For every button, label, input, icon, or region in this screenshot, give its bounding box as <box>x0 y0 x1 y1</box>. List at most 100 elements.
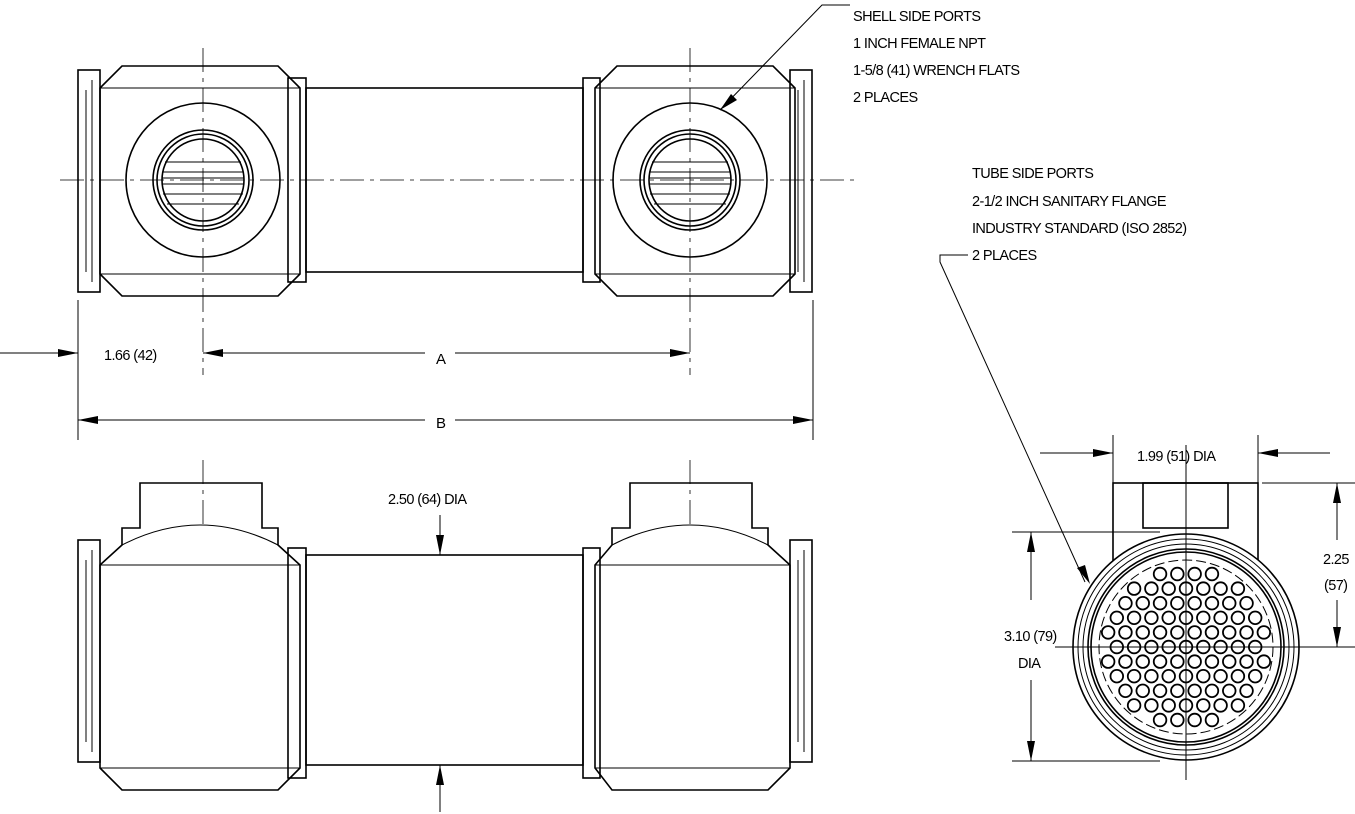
tube-hole <box>1213 698 1228 713</box>
shell-tube-side <box>305 554 584 766</box>
svg-text:2 PLACES: 2 PLACES <box>853 90 918 106</box>
tube-hole <box>1170 712 1185 728</box>
right-flange <box>789 69 813 293</box>
tube-hole <box>1100 625 1116 640</box>
tube-hole <box>1135 654 1150 669</box>
dimension-a: A <box>436 351 446 368</box>
tube-hole <box>1126 610 1142 626</box>
tube-hole <box>1196 581 1211 596</box>
tube-hole <box>1230 669 1246 684</box>
dimension-b: B <box>436 415 446 432</box>
tube-hole <box>1170 596 1185 611</box>
tube-hole <box>1161 698 1176 713</box>
svg-text:INDUSTRY STANDARD (ISO 2852): INDUSTRY STANDARD (ISO 2852) <box>972 221 1186 237</box>
tube-hole <box>1152 654 1168 669</box>
tube-hole <box>1144 698 1159 713</box>
tube-hole <box>1256 625 1272 640</box>
port-height-dimension: 2.25 <box>1323 552 1349 568</box>
svg-text:1-5/8 (41) WRENCH FLATS: 1-5/8 (41) WRENCH FLATS <box>853 63 1019 79</box>
tube-hole <box>1170 625 1185 640</box>
svg-text:2-1/2 INCH SANITARY FLANGE: 2-1/2 INCH SANITARY FLANGE <box>972 194 1167 210</box>
tube-hole <box>1196 669 1211 684</box>
tube-hole <box>1135 596 1150 611</box>
tube-hole <box>1187 596 1202 611</box>
tube-hole <box>1152 566 1168 582</box>
tube-hole <box>1170 566 1185 582</box>
tube-hole <box>1100 654 1116 669</box>
right-head <box>594 65 796 297</box>
tube-hole <box>1230 698 1246 713</box>
tube-hole <box>1239 625 1254 640</box>
shell-side-ports-note: SHELL SIDE PORTS 1 INCH FEMALE NPT 1-5/8… <box>719 4 1020 111</box>
tube-hole <box>1196 698 1211 713</box>
left-head <box>99 65 301 297</box>
tube-hole <box>1144 610 1159 626</box>
tube-hole <box>1170 683 1185 699</box>
tube-hole <box>1152 625 1168 640</box>
tube-hole <box>1196 610 1211 626</box>
tube-hole <box>1161 610 1176 626</box>
tube-hole <box>1152 712 1168 728</box>
tube-hole <box>1118 625 1133 640</box>
svg-text:2 PLACES: 2 PLACES <box>972 248 1037 264</box>
tube-hole <box>1118 683 1133 699</box>
tube-hole <box>1126 698 1142 713</box>
tube-hole <box>1109 610 1125 626</box>
tube-hole <box>1187 654 1202 669</box>
tube-hole <box>1109 669 1125 684</box>
svg-text:SHELL SIDE PORTS: SHELL SIDE PORTS <box>853 9 980 25</box>
tube-hole <box>1204 566 1220 582</box>
left-flange-side <box>77 539 101 763</box>
tube-hole <box>1256 654 1272 669</box>
right-head-side <box>594 482 791 791</box>
tube-side-ports-note: TUBE SIDE PORTS 2-1/2 INCH SANITARY FLAN… <box>939 166 1187 584</box>
port-offset-dimension: 1.66 (42) <box>104 348 157 364</box>
tube-hole <box>1230 581 1246 596</box>
tube-hole <box>1152 596 1168 611</box>
tube-hole <box>1144 669 1159 684</box>
tube-hole <box>1152 683 1168 699</box>
dimensions-top: 1.66 (42) A B <box>0 300 814 440</box>
tube-hole <box>1239 596 1254 611</box>
svg-text:1 INCH FEMALE NPT: 1 INCH FEMALE NPT <box>853 36 986 52</box>
tube-hole <box>1161 581 1176 596</box>
side-view: 2.50 (64) DIA <box>77 460 813 812</box>
left-flange <box>77 69 101 293</box>
port-diameter-dimension: 1.99 (51) DIA <box>1137 449 1216 465</box>
tube-hole <box>1239 654 1254 669</box>
tube-hole <box>1187 683 1202 699</box>
tube-hole <box>1213 610 1228 626</box>
tube-hole <box>1161 669 1176 684</box>
tube-hole <box>1204 654 1220 669</box>
tube-hole <box>1213 581 1228 596</box>
tube-hole <box>1204 683 1220 699</box>
tube-hole <box>1222 596 1237 611</box>
left-head-side <box>99 482 301 791</box>
svg-text:DIA: DIA <box>1018 656 1041 672</box>
tube-hole <box>1126 669 1142 684</box>
tube-hole <box>1213 669 1228 684</box>
tube-hole <box>1204 712 1220 728</box>
tube-hole <box>1239 683 1254 699</box>
tube-hole <box>1187 566 1202 582</box>
tube-hole <box>1222 654 1237 669</box>
tube-hole <box>1187 625 1202 640</box>
tube-hole <box>1144 581 1159 596</box>
end-view: 1.99 (51) DIA 2.25 (57) 3.10 (79) DIA <box>1004 435 1355 780</box>
flange-diameter-dimension: 3.10 (79) <box>1004 629 1057 645</box>
tube-hole <box>1126 581 1142 596</box>
tube-bundle <box>1100 566 1272 728</box>
tube-hole <box>1135 625 1150 640</box>
svg-text:TUBE SIDE PORTS: TUBE SIDE PORTS <box>972 166 1093 182</box>
svg-text:(57): (57) <box>1324 578 1347 594</box>
tube-hole <box>1247 669 1263 684</box>
tube-hole <box>1118 654 1133 669</box>
right-flange-side <box>789 539 813 763</box>
tube-hole <box>1170 654 1185 669</box>
tube-hole <box>1187 712 1202 728</box>
top-view <box>60 48 860 375</box>
tube-hole <box>1222 683 1237 699</box>
tube-hole <box>1135 683 1150 699</box>
